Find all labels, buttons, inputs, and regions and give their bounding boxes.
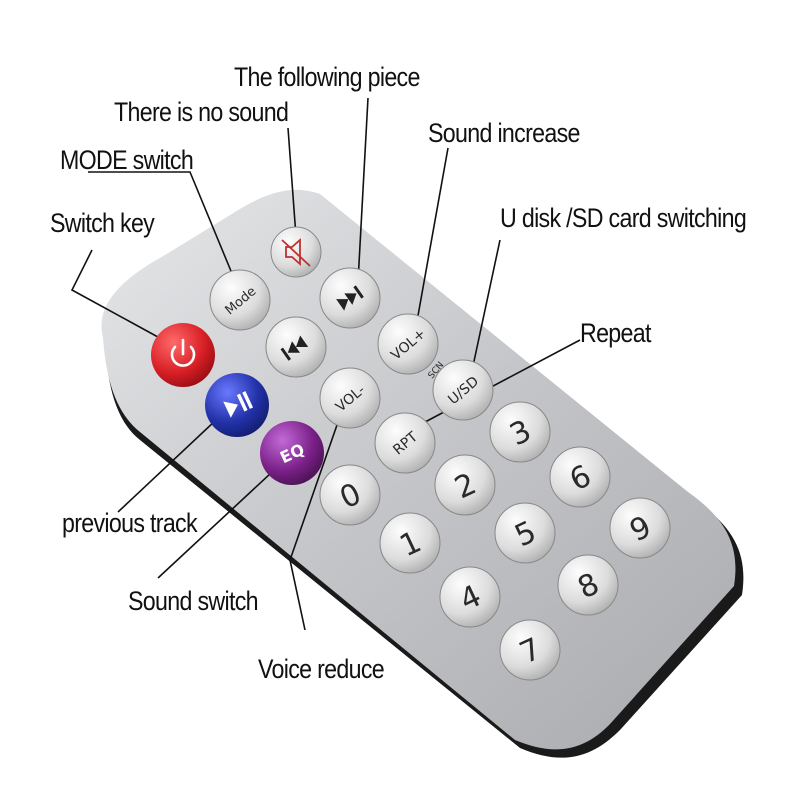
label-usd-switching: U disk /SD card switching (500, 203, 747, 233)
mute-icon (281, 238, 311, 267)
line-sound-increase (413, 147, 449, 339)
rpt-button[interactable]: RPT (374, 412, 436, 474)
label-switch-key: Switch key (50, 208, 155, 238)
digit-button-8[interactable]: 8 (557, 554, 619, 616)
power-button[interactable] (151, 323, 215, 387)
line-mode-switch (88, 171, 239, 289)
label-sound-increase: Sound increase (428, 118, 580, 148)
line-following-piece (357, 97, 369, 283)
digit-button-0[interactable]: 0 (319, 464, 381, 526)
mode-button[interactable]: Mode (209, 269, 271, 331)
vol-plus-button[interactable]: VOL+ (377, 313, 439, 375)
remote-body (101, 189, 744, 758)
label-no-sound: There is no sound (114, 97, 289, 127)
digit-button-5[interactable]: 5 (494, 502, 556, 564)
mute-button[interactable] (270, 226, 322, 278)
play-pause-button[interactable] (205, 373, 269, 437)
usd-button[interactable]: U/SD (432, 359, 494, 421)
line-usd-switching (469, 239, 501, 381)
label-following-piece: The following piece (234, 62, 420, 92)
label-sound-switch: Sound switch (128, 586, 259, 616)
digit-button-3[interactable]: 3 (489, 401, 551, 463)
label-voice-reduce: Voice reduce (258, 654, 385, 684)
label-previous-track: previous track (62, 508, 198, 538)
next-track-button[interactable] (319, 267, 381, 329)
line-voice-reduce (289, 401, 346, 631)
digit-button-4[interactable]: 4 (439, 566, 501, 628)
digit-button-9[interactable]: 9 (609, 497, 671, 559)
line-repeat (409, 339, 581, 431)
line-sound-switch (157, 459, 286, 579)
digit-button-2[interactable]: 2 (434, 454, 496, 516)
power-icon (170, 338, 196, 367)
vol-minus-button[interactable]: VOL- (319, 367, 381, 429)
digit-button-6[interactable]: 6 (549, 446, 611, 508)
play-pause-icon (223, 391, 254, 418)
previous-track-button[interactable] (265, 316, 327, 378)
next-track-icon (336, 285, 364, 311)
eq-button[interactable]: EQ (260, 421, 324, 485)
previous-track-icon (280, 335, 309, 361)
line-switch-key (70, 249, 179, 349)
digit-buttons: 3 0 2 6 1 5 9 (319, 401, 671, 681)
label-mode-switch: MODE switch (60, 145, 194, 175)
digit-button-1[interactable]: 1 (379, 512, 441, 574)
label-repeat: Repeat (580, 318, 651, 348)
digit-button-7[interactable]: 7 (499, 619, 561, 681)
